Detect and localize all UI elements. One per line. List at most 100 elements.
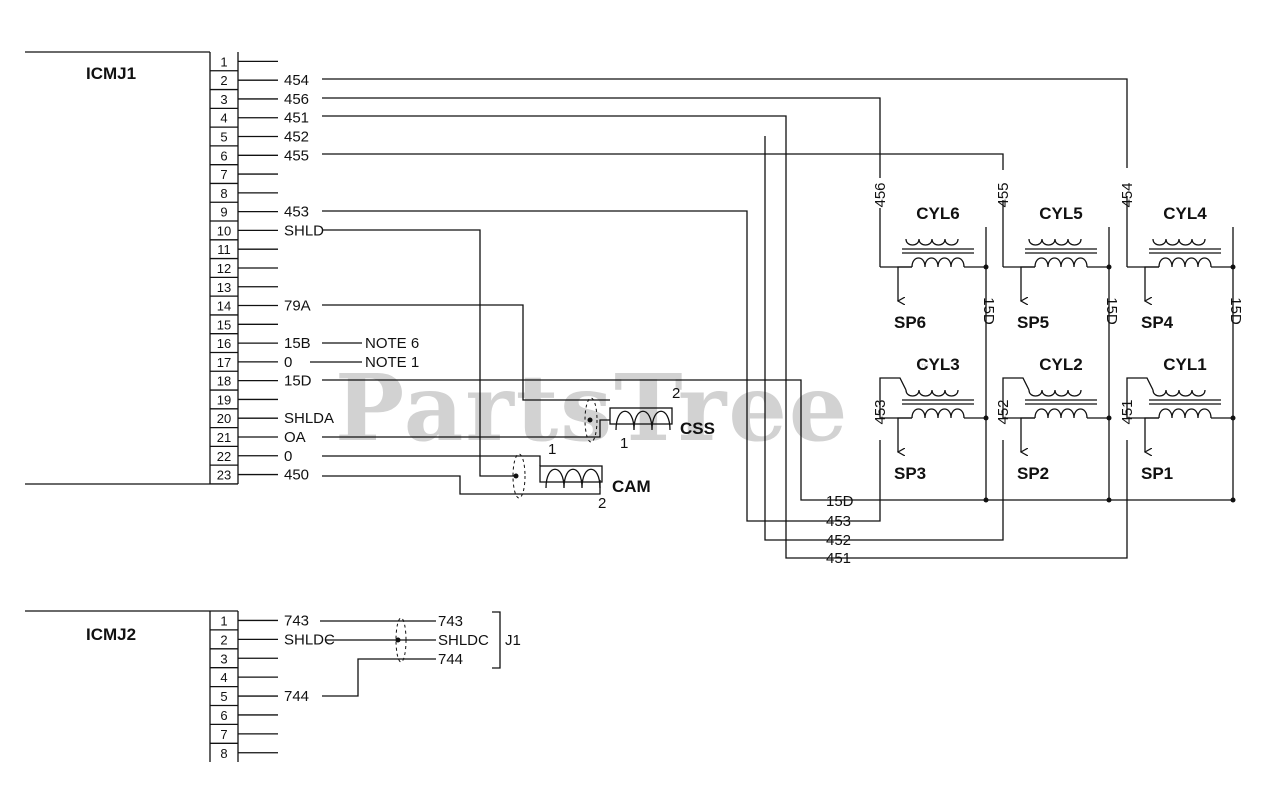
icmj1-pin-number: 10 xyxy=(217,223,231,238)
icmj1-pin-number: 14 xyxy=(217,299,231,314)
css-sensor: 2 1 CSS xyxy=(584,385,715,452)
icmj2-label: ICMJ2 xyxy=(86,625,136,644)
icmj1-wire-label: 456 xyxy=(284,91,309,108)
css-pin1: 1 xyxy=(620,435,628,452)
coil-cyl-label: CYL6 xyxy=(916,204,959,223)
icmj2-wiring: 743 SHLDC 744 J1 xyxy=(320,611,521,697)
icmj1-pin-number: 7 xyxy=(220,167,227,182)
icmj1-wire-label: 15D xyxy=(284,373,312,390)
icmj1-pin-number: 18 xyxy=(217,374,231,389)
icmj1-pin-number: 15 xyxy=(217,317,231,332)
icmj2-pin-number: 8 xyxy=(220,746,227,761)
icmj1-wire-label: OA xyxy=(284,429,306,446)
icmj1-pin-number: 19 xyxy=(217,392,231,407)
icmj1-wire-label: 454 xyxy=(284,72,309,89)
coil-sp-label: SP5 xyxy=(1017,313,1049,332)
icmj1-wire-label: 455 xyxy=(284,147,309,164)
coil-sp-label: SP3 xyxy=(894,464,926,483)
icmj2-pin-number: 3 xyxy=(220,651,227,666)
coil-common-label: 15D xyxy=(980,297,997,325)
icmj1-pin-number: 21 xyxy=(217,430,231,445)
icmj1-pin-number: 1 xyxy=(220,54,227,69)
coil-cyl-label: CYL2 xyxy=(1039,355,1082,374)
icmj1-pin-number: 22 xyxy=(217,449,231,464)
watermark-trademark: ™ xyxy=(920,362,929,372)
icmj1-label: ICMJ1 xyxy=(86,64,136,83)
icmj1-wire-label: 450 xyxy=(284,467,309,484)
icmj1-pin-number: 13 xyxy=(217,280,231,295)
cam-label: CAM xyxy=(612,477,651,496)
icmj2-wire-label: 743 xyxy=(284,612,309,629)
icmj1-pin-number: 11 xyxy=(217,242,231,257)
coil-wire-label: 456 xyxy=(872,182,889,207)
j1-label: J1 xyxy=(505,632,521,649)
coil-wire-label: 455 xyxy=(995,182,1012,207)
far-label-744: 744 xyxy=(438,651,463,668)
cam-pin2: 2 xyxy=(598,495,606,512)
icmj1-wire-label: 15B xyxy=(284,335,311,352)
icmj1-wire-label: 452 xyxy=(284,129,309,146)
coil-common-label: 15D xyxy=(1103,297,1120,325)
bus-label-451: 451 xyxy=(826,550,851,567)
bus-label-15d: 15D xyxy=(826,493,854,510)
icmj1-wire-label: 0 xyxy=(284,448,292,465)
icmj1-pin-number: 3 xyxy=(220,92,227,107)
icmj1-pin-number: 16 xyxy=(217,336,231,351)
cam-pin1: 1 xyxy=(548,441,556,458)
icmj1-pin-number: 23 xyxy=(217,468,231,483)
note-6-label: NOTE 6 xyxy=(365,335,419,352)
watermark-text: PartsTree xyxy=(335,354,849,462)
coil-sp-label: SP6 xyxy=(894,313,926,332)
ignition-coils: CYL6SP645615DCYL5SP545515DCYL4SP445415DC… xyxy=(872,182,1244,503)
watermark: PartsTree ™ xyxy=(335,354,929,462)
coil-common-label: 15D xyxy=(1227,297,1244,325)
icmj2-wire-label: 744 xyxy=(284,688,309,705)
bus-label-453: 453 xyxy=(826,513,851,530)
icmj1-pin-number: 12 xyxy=(217,261,231,276)
css-label: CSS xyxy=(680,419,715,438)
css-pin2: 2 xyxy=(672,385,680,402)
bus-labels: 15D 453 452 451 xyxy=(826,493,854,567)
icmj1-pin-number: 5 xyxy=(220,130,227,145)
icmj1-wire-label: SHLD xyxy=(284,222,324,239)
icmj1-wire-label: SHLDA xyxy=(284,410,334,427)
icmj1-wire-label: 453 xyxy=(284,204,309,221)
icmj2-pin-number: 6 xyxy=(220,708,227,723)
icmj1-pin-number: 9 xyxy=(220,205,227,220)
icmj1-pin-number: 6 xyxy=(220,148,227,163)
far-label-shldc: SHLDC xyxy=(438,632,489,649)
coil-sp-label: SP1 xyxy=(1141,464,1173,483)
icmj1-pin-number: 17 xyxy=(217,355,231,370)
icmj2-wire-label: SHLDC xyxy=(284,631,335,648)
icmj2-pin-number: 7 xyxy=(220,727,227,742)
coil-wire-label: 454 xyxy=(1119,182,1136,207)
coil-sp-label: SP2 xyxy=(1017,464,1049,483)
coil-sp-label: SP4 xyxy=(1141,313,1174,332)
coil-cyl-label: CYL4 xyxy=(1163,204,1207,223)
coil-cyl-label: CYL5 xyxy=(1039,204,1082,223)
coil-cyl-label: CYL3 xyxy=(916,355,959,374)
icmj1-pin-number: 2 xyxy=(220,73,227,88)
far-label-743: 743 xyxy=(438,613,463,630)
bus-label-452: 452 xyxy=(826,532,851,549)
icmj1-wire-label: 451 xyxy=(284,110,309,127)
coil-cyl-label: CYL1 xyxy=(1163,355,1206,374)
icmj1-wire-label: 0 xyxy=(284,354,292,371)
icmj1-pin-number: 20 xyxy=(217,411,231,426)
harness-wires xyxy=(322,78,1232,559)
icmj2-pin-number: 1 xyxy=(220,613,227,628)
icmj1-pin-number: 4 xyxy=(220,111,227,126)
icmj1-wire-label: 79A xyxy=(284,298,311,315)
note-1-label: NOTE 1 xyxy=(365,354,419,371)
